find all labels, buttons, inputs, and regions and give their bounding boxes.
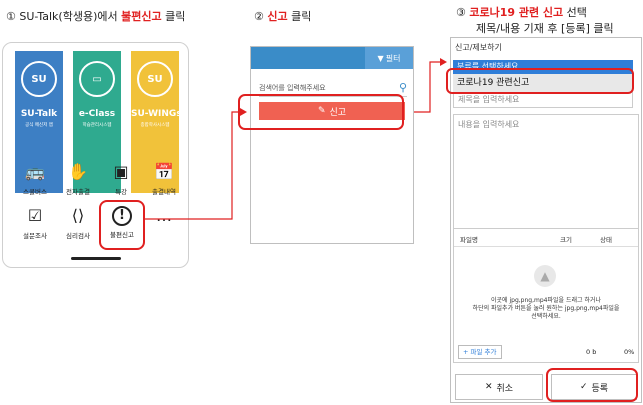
bus-icon: 🚌 — [25, 162, 45, 181]
file-table-header: 파일명 크기 상태 — [454, 229, 638, 247]
category-select[interactable]: 분류를 선택하세요 — [453, 60, 633, 74]
grid-label: 심리검사 — [66, 232, 90, 240]
filter-label: 필터 — [385, 53, 401, 63]
grid-item-more[interactable]: … — [144, 205, 184, 245]
check-icon: ✓ — [579, 382, 588, 392]
file-header-size: 크기 — [560, 236, 572, 244]
drop-text-line1: 이곳에 jpg,png,mp4파일을 드래그 하거나 — [491, 297, 601, 304]
tile-su-talk[interactable]: SU SU-Talk 공식 메신저 앱 — [15, 51, 63, 193]
step3-text-end: 선택 — [563, 6, 587, 19]
step1-text: ① SU-Talk(학생용)에서 — [6, 10, 122, 23]
calendar-icon: 📅 — [154, 162, 174, 181]
report-form-panel: 신고/제보하기 분류를 선택하세요 코로나19 관련신고 제목을 입력하세요 내… — [450, 37, 642, 403]
grid-label: 전자출결 — [66, 188, 90, 196]
tile-subtitle: 종합학사시스템 — [140, 123, 170, 128]
edit-icon: ✎ — [317, 106, 326, 116]
report-list-panel: ▼ 필터 검색어를 입력해주세요 ⚲ ✎ 신고 — [250, 46, 414, 244]
submit-label: 등록 — [591, 383, 609, 394]
su-talk-icon: SU — [21, 61, 57, 97]
head-icon: ⟨⟩ — [71, 206, 85, 225]
step2-text-end: 클릭 — [287, 10, 312, 23]
grid-label: 출결내역 — [152, 188, 176, 196]
grid-item-attendance[interactable]: ✋ 전자출결 — [58, 161, 98, 201]
filter-bar: ▼ 필터 — [251, 47, 413, 69]
grid-item-survey[interactable]: ☑ 설문조사 — [15, 205, 55, 245]
step1-title: ① SU-Talk(학생용)에서 불편신고 클릭 — [6, 8, 185, 24]
grid-label: 특강 — [115, 188, 127, 196]
tile-su-wings[interactable]: SU SU-WINGs 종합학사시스템 — [131, 51, 182, 193]
category-option-covid[interactable]: 코로나19 관련신고 — [453, 74, 633, 92]
tile-name: SU-WINGs — [131, 109, 182, 119]
step1-highlight: 불편신고 — [121, 10, 162, 23]
tile-name: SU-Talk — [20, 109, 58, 119]
step3-text: ③ — [456, 6, 470, 19]
grid-label: 설문조사 — [23, 232, 47, 240]
step2-text: ② — [254, 10, 268, 23]
presentation-icon: ▣ — [113, 162, 129, 181]
filter-icon: ▼ — [377, 53, 384, 63]
more-icon: … — [156, 206, 172, 225]
search-placeholder: 검색어를 입력해주세요 — [259, 83, 326, 92]
grid-label: 불편신고 — [110, 231, 134, 239]
submit-button[interactable]: ✓ 등록 — [551, 374, 637, 400]
home-indicator — [71, 257, 121, 260]
step3-subtitle: 제목/내용 기재 후 [등록] 클릭 — [476, 22, 614, 35]
cancel-button[interactable]: ✕ 취소 — [455, 374, 543, 400]
step2-highlight: 신고 — [267, 10, 288, 23]
grid-item-psych-test[interactable]: ⟨⟩ 심리검사 — [58, 205, 98, 245]
cancel-label: 취소 — [496, 383, 514, 394]
phone-screen: SU SU-Talk 공식 메신저 앱 ▭ e-Class 학습관리시스템 SU… — [2, 42, 189, 268]
search-icon[interactable]: ⚲ — [398, 81, 407, 94]
filter-button[interactable]: ▼ 필터 — [365, 47, 413, 69]
tile-subtitle: 학습관리시스템 — [82, 123, 112, 128]
search-input[interactable]: 검색어를 입력해주세요 ⚲ — [259, 79, 407, 97]
total-size: 0 b — [586, 348, 597, 356]
subject-input[interactable]: 제목을 입력하세요 — [453, 92, 633, 108]
grid-item-lecture[interactable]: ▣ 특강 — [101, 161, 141, 201]
grid-item-report[interactable]: ! 불편신고 — [99, 200, 145, 250]
step3-option-highlight — [446, 68, 634, 94]
form-title: 신고/제보하기 — [455, 43, 502, 52]
upload-percent: 0% — [624, 348, 635, 356]
grid-item-school-bus[interactable]: 🚌 스쿨버스 — [15, 161, 55, 201]
add-file-button[interactable]: + 파일 추가 — [458, 345, 502, 359]
step3-submit-highlight — [546, 368, 638, 402]
grid-item-attendance-history[interactable]: 📅 출결내역 — [144, 161, 184, 201]
tile-subtitle: 공식 메신저 앱 — [25, 123, 53, 128]
file-upload-area[interactable]: 파일명 크기 상태 ▲ 이곳에 jpg,png,mp4파일을 드래그 하거나 하… — [453, 228, 639, 363]
laptop-icon: ▭ — [79, 61, 115, 97]
step3-highlight: 코로나19 관련 신고 — [469, 6, 564, 19]
drop-text-line2: 하단의 파일추가 버튼을 눌러 원하는 jpg,png,mp4파일을 — [472, 305, 620, 312]
drop-text-line3: 선택하세요. — [531, 313, 561, 320]
step2-highlight-box — [238, 94, 404, 130]
file-header-status: 상태 — [600, 236, 612, 244]
report-button-label: 신고 — [329, 107, 347, 118]
close-icon: ✕ — [484, 382, 493, 392]
tile-e-class[interactable]: ▭ e-Class 학습관리시스템 — [73, 51, 121, 193]
step1-text-end: 클릭 — [161, 10, 186, 23]
step2-title: ② 신고 클릭 — [254, 8, 311, 24]
file-header-name: 파일명 — [460, 236, 478, 244]
upload-icon: ▲ — [534, 265, 556, 287]
report-button[interactable]: ✎ 신고 — [259, 102, 405, 120]
hand-icon: ✋ — [68, 162, 88, 181]
checklist-icon: ☑ — [27, 206, 43, 225]
tile-name: e-Class — [78, 109, 116, 119]
drop-instructions: 이곳에 jpg,png,mp4파일을 드래그 하거나 하단의 파일추가 버튼을 … — [454, 297, 638, 321]
su-wings-icon: SU — [137, 61, 173, 97]
grid-label: 스쿨버스 — [23, 188, 47, 196]
exclamation-icon: ! — [112, 206, 132, 226]
step3-title: ③ 코로나19 관련 신고 선택 — [456, 4, 587, 20]
